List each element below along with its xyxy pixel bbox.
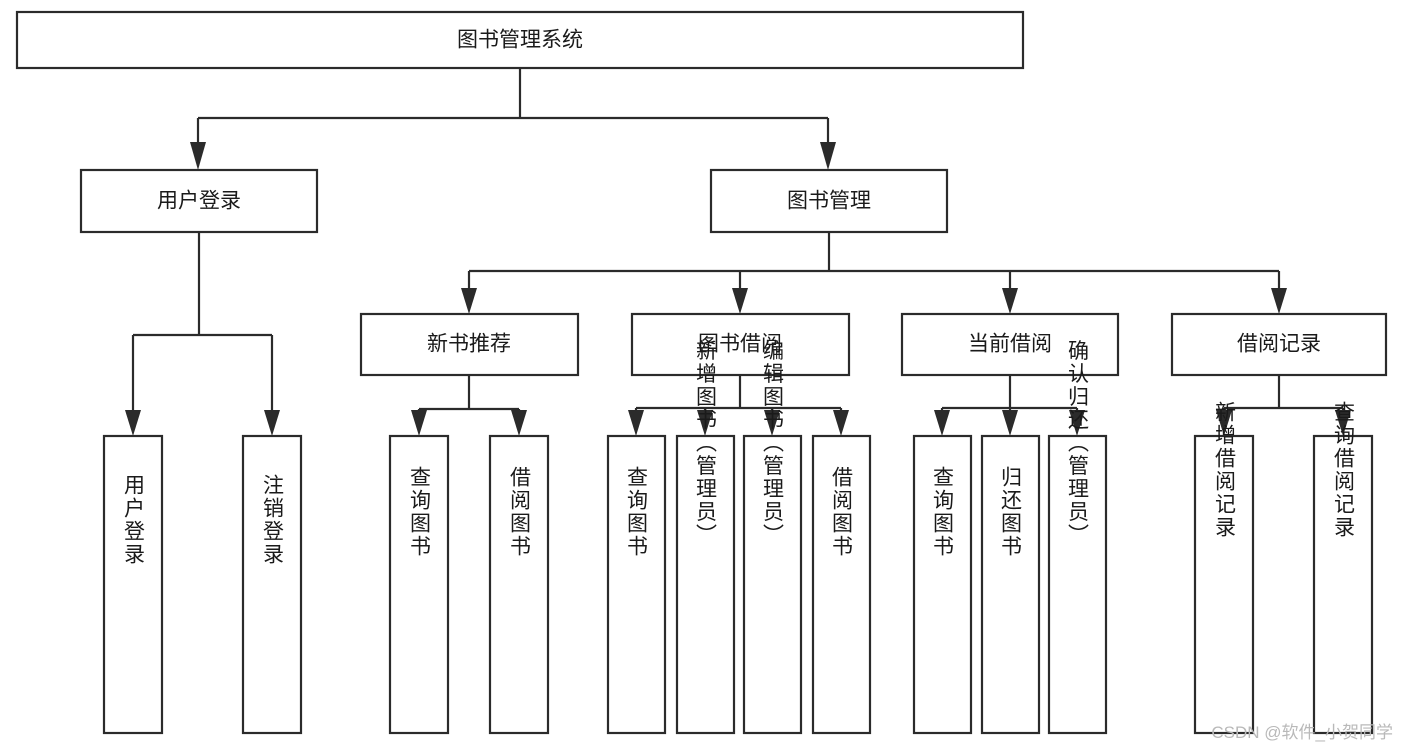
leaf-edit-book-label: 编辑图书（管理员）: [761, 340, 785, 547]
connector-group-current-borrow: [934, 375, 1085, 436]
node-book-borrow-label: 图书借阅: [698, 333, 782, 356]
leaf-node-borrow-book-2[interactable]: 借阅图书: [811, 434, 872, 735]
leaf-add-record-label: 新增借阅记录: [1213, 401, 1237, 539]
node-current-borrow-label: 当前借阅: [968, 333, 1052, 356]
connector-group-borrow-record: [1216, 375, 1351, 436]
arrow-head-leaf-query-record: [1335, 410, 1351, 436]
arrow-head-leaf-add-record: [1216, 410, 1232, 436]
arrow-head-leaf-borrow-book-1: [511, 410, 527, 436]
node-root-box[interactable]: [15, 10, 1025, 70]
leaf-confirm-return-label: 确认归还（管理员）: [1066, 340, 1090, 547]
leaf-borrow-book-2-box[interactable]: [811, 434, 872, 735]
leaf-query-book-1-box[interactable]: [388, 434, 450, 735]
leaf-node-borrow-book-1[interactable]: 借阅图书: [488, 434, 550, 735]
arrow-head-leaf-user-login: [125, 410, 141, 436]
node-user-login-box[interactable]: [79, 168, 319, 234]
node-borrow-record[interactable]: 借阅记录: [1170, 312, 1388, 377]
leaf-node-edit-book[interactable]: 编辑图书（管理员）: [742, 340, 803, 735]
arrow-head-leaf-query-book-1: [411, 410, 427, 436]
leaf-add-record-box[interactable]: [1193, 434, 1255, 735]
leaf-query-record-label: 查询借阅记录: [1332, 401, 1356, 539]
leaf-query-book-2-box[interactable]: [606, 434, 667, 735]
leaf-node-user-logout[interactable]: 注销登录: [241, 434, 303, 735]
node-current-borrow-box[interactable]: [900, 312, 1120, 377]
arrow-head-current-borrow: [1002, 288, 1018, 314]
leaf-node-add-record[interactable]: 新增借阅记录: [1193, 401, 1255, 735]
leaf-confirm-return-box[interactable]: [1047, 434, 1108, 735]
node-new-book-recommend[interactable]: 新书推荐: [359, 312, 580, 377]
leaf-node-query-book-1[interactable]: 查询图书: [388, 434, 450, 735]
node-root-label: 图书管理系统: [457, 29, 583, 52]
connector-group-root: [190, 68, 836, 170]
node-new-book-recommend-box[interactable]: [359, 312, 580, 377]
leaf-query-book-1-label: 查询图书: [408, 466, 432, 558]
connector-group-book-manage: [461, 232, 1287, 314]
leaf-borrow-book-2-label: 借阅图书: [830, 466, 854, 558]
arrow-head-leaf-confirm-return: [1069, 410, 1085, 436]
arrow-head-leaf-query-book-3: [934, 410, 950, 436]
leaf-node-query-book-2[interactable]: 查询图书: [606, 434, 667, 735]
arrow-head-leaf-query-book-2: [628, 410, 644, 436]
connector-group-user-login: [125, 232, 280, 436]
leaf-user-login-box[interactable]: [102, 434, 164, 735]
node-book-manage-label: 图书管理: [787, 190, 871, 213]
leaf-borrow-book-1-box[interactable]: [488, 434, 550, 735]
leaf-edit-book-box[interactable]: [742, 434, 803, 735]
node-current-borrow[interactable]: 当前借阅: [900, 312, 1120, 377]
leaf-query-book-2-label: 查询图书: [625, 466, 649, 558]
leaf-return-book-box[interactable]: [980, 434, 1041, 735]
leaf-node-user-login[interactable]: 用户登录: [102, 434, 164, 735]
node-user-login[interactable]: 用户登录: [79, 168, 319, 234]
leaf-query-book-3-box[interactable]: [912, 434, 973, 735]
arrow-head-leaf-return-book: [1002, 410, 1018, 436]
leaf-add-book-box[interactable]: [675, 434, 736, 735]
arrow-head-borrow-record: [1271, 288, 1287, 314]
leaf-node-query-book-3[interactable]: 查询图书: [912, 434, 973, 735]
leaf-query-record-box[interactable]: [1312, 434, 1374, 735]
arrow-head-leaf-add-book: [697, 410, 713, 436]
leaf-query-book-3-label: 查询图书: [931, 466, 955, 558]
leaf-node-return-book[interactable]: 归还图书: [980, 434, 1041, 735]
connector-group-new-book-recommend: [411, 375, 527, 436]
node-book-borrow-box[interactable]: [630, 312, 851, 377]
leaf-node-confirm-return[interactable]: 确认归还（管理员）: [1047, 340, 1108, 735]
node-user-login-label: 用户登录: [157, 190, 241, 213]
node-book-manage[interactable]: 图书管理: [709, 168, 949, 234]
arrow-head-book-manage: [820, 142, 836, 170]
arrow-head-new-book-recommend: [461, 288, 477, 314]
arrow-head-leaf-borrow-book-2: [833, 410, 849, 436]
leaf-user-logout-box[interactable]: [241, 434, 303, 735]
arrow-head-user-login: [190, 142, 206, 170]
leaf-user-logout-label: 注销登录: [261, 474, 285, 566]
node-new-book-recommend-label: 新书推荐: [427, 333, 511, 356]
leaf-borrow-book-1-label: 借阅图书: [508, 466, 532, 558]
node-root[interactable]: 图书管理系统: [15, 10, 1025, 70]
node-borrow-record-box[interactable]: [1170, 312, 1388, 377]
node-borrow-record-label: 借阅记录: [1237, 333, 1321, 356]
leaf-add-book-label: 新增图书（管理员）: [694, 340, 718, 547]
arrow-head-leaf-user-logout: [264, 410, 280, 436]
leaf-return-book-label: 归还图书: [999, 466, 1023, 558]
arrow-head-leaf-edit-book: [764, 410, 780, 436]
connector-group-book-borrow: [628, 375, 849, 436]
node-book-borrow[interactable]: 图书借阅: [630, 312, 851, 377]
leaf-node-add-book[interactable]: 新增图书（管理员）: [675, 340, 736, 735]
node-book-manage-box[interactable]: [709, 168, 949, 234]
arrow-head-book-borrow: [732, 288, 748, 314]
leaf-node-query-record[interactable]: 查询借阅记录: [1312, 401, 1374, 735]
leaf-user-login-label: 用户登录: [122, 474, 146, 566]
